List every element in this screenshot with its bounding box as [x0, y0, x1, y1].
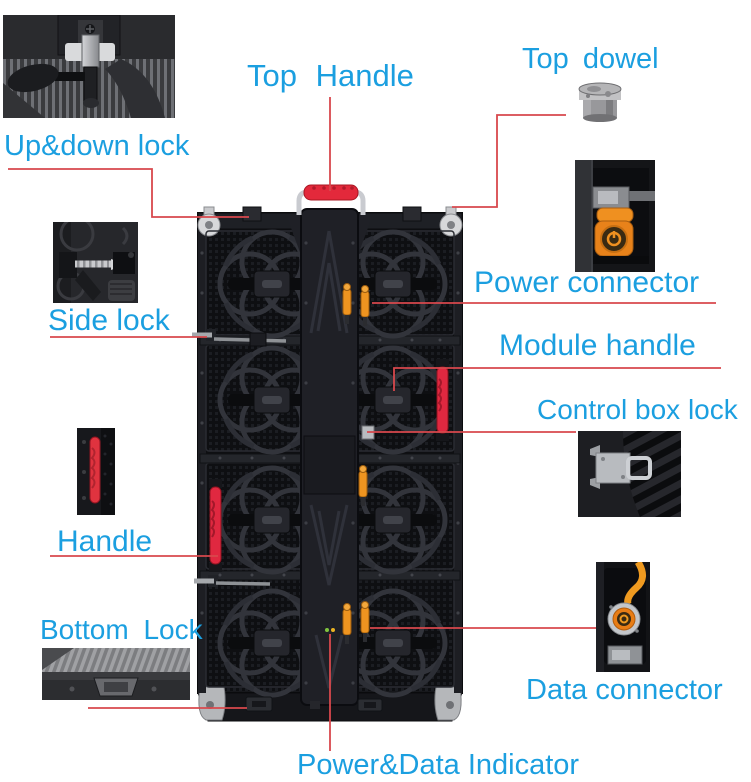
data-connector-photo	[596, 562, 650, 672]
power-connector-label: Power connector	[474, 266, 700, 299]
handle-label: Handle	[57, 525, 153, 558]
power-data-indicator-label: Power&Data Indicator	[297, 749, 580, 781]
power-connector-photo	[575, 160, 655, 272]
led-cabinet-rear-illustration	[192, 184, 463, 722]
control-box-lock-photo	[578, 431, 681, 517]
module-handle-label: Module handle	[499, 329, 696, 362]
left-module-handle	[209, 486, 222, 565]
bottom-lock-photo	[42, 648, 190, 700]
side-lock-label: Side lock	[48, 304, 170, 337]
right-module-handle	[436, 366, 449, 434]
data-indicator-led	[331, 628, 335, 632]
power-indicator-led	[325, 628, 329, 632]
control-box-lock-label: Control box lock	[537, 394, 738, 425]
top-handle-label: Top Handle	[247, 58, 414, 93]
top-dowel-label: Top dowel	[522, 43, 659, 75]
bottom-lock-label: Bottom Lock	[40, 614, 203, 645]
up-down-lock-photo	[3, 15, 175, 118]
control-box-lock-on-panel	[361, 425, 375, 440]
up-down-lock-label: Up&down lock	[4, 130, 190, 162]
side-lock-photo	[53, 222, 138, 303]
top-handle-grip	[303, 184, 359, 201]
top-dowel-photo	[570, 82, 630, 122]
data-connector-label: Data connector	[526, 674, 723, 706]
handle-photo	[77, 428, 115, 515]
